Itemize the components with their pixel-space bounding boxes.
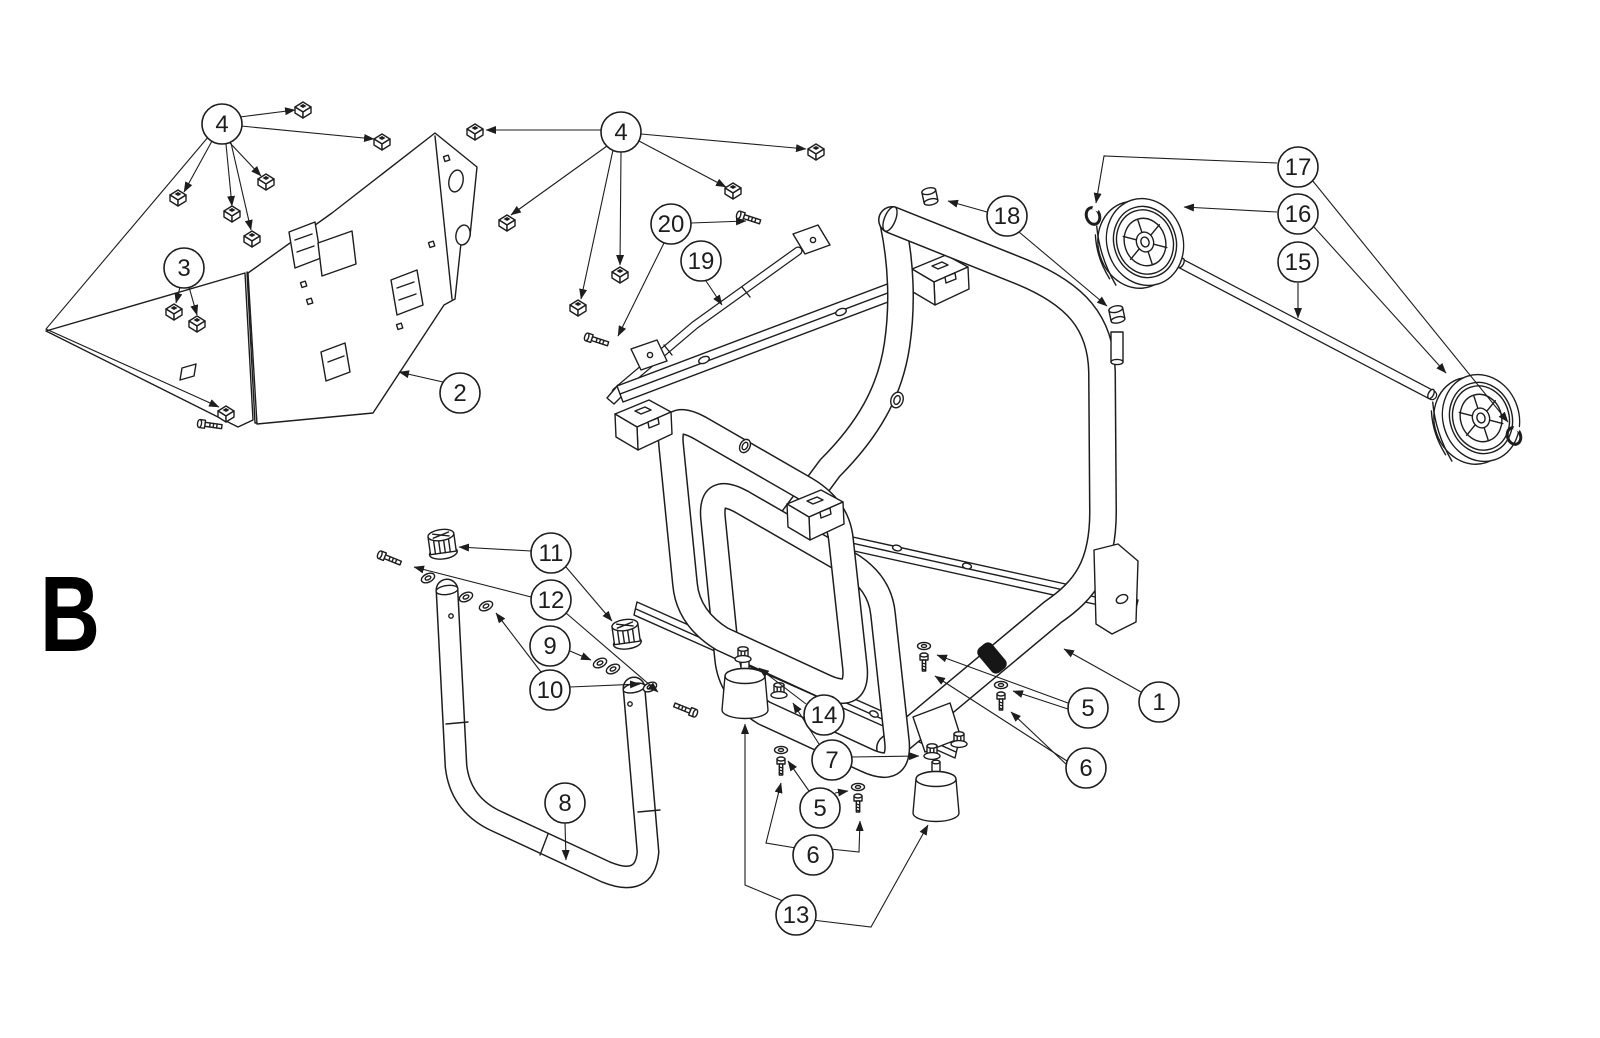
screw-washer-part5-6-icon: [916, 641, 932, 672]
callout-3-label: 3: [177, 255, 190, 282]
callout-19: 19: [680, 240, 722, 282]
callout-4a-label: 4: [215, 111, 228, 138]
speed-clip-icon: [724, 182, 742, 200]
screw-washer-part5-6-icon: [993, 680, 1009, 711]
speed-clip-icon: [611, 266, 629, 284]
callout-17: 17: [1277, 146, 1319, 188]
tube-sleeve-band: [977, 642, 1007, 674]
callout-18: 18: [986, 195, 1028, 237]
cap-part18-icon: [920, 185, 940, 207]
callout-5-right: 5: [1067, 687, 1109, 729]
callout-16-label: 16: [1285, 201, 1312, 228]
flange-nut-icon: [950, 731, 968, 749]
callouts: 1 2 3 4 4 5 5 6 6 7 8 9 10 11 12 13 14 1…: [163, 103, 1319, 936]
leader-lines: [45, 107, 1509, 928]
callout-14-label: 14: [811, 702, 838, 729]
callout-17-label: 17: [1285, 154, 1312, 181]
callout-5-bottom: 5: [799, 787, 841, 829]
callout-11-label: 11: [539, 540, 564, 567]
callout-1-label: 1: [1152, 689, 1165, 716]
callout-10: 10: [529, 669, 571, 711]
bolt-part12-icon: [375, 549, 403, 568]
speed-clip-icon: [223, 205, 241, 223]
callout-11: 11: [530, 532, 572, 574]
wheel-part16-icon: [1085, 187, 1196, 300]
callout-20: 20: [650, 203, 692, 245]
spacer-part10-icon: [477, 598, 495, 614]
callout-9-label: 9: [543, 633, 556, 660]
mount-bracket-block-icon: [911, 254, 970, 306]
callout-12-label: 12: [538, 587, 565, 614]
main-frame-part1: [614, 185, 1139, 778]
screw-icon: [196, 418, 224, 432]
flange-nut-part7-icon: [770, 682, 788, 700]
speed-clip-icon: [294, 101, 312, 119]
washer-part10-icon: [457, 589, 475, 605]
callout-5-bottom-label: 5: [813, 795, 826, 822]
callout-6-right-label: 6: [1079, 755, 1092, 782]
knob-part11-icon: [425, 526, 459, 562]
screw-washer-part5-6-icon: [773, 745, 789, 776]
callout-10-label: 10: [537, 677, 564, 704]
callout-9: 9: [529, 625, 571, 667]
callout-7-label: 7: [825, 747, 838, 774]
washer-part9-icon: [591, 655, 609, 671]
sheet-metal-panel-part2: [45, 132, 478, 428]
speed-clip-icon: [257, 173, 275, 191]
speed-clip-icon: [373, 133, 391, 151]
washer-part9-icon: [419, 570, 437, 586]
callout-13: 13: [775, 894, 817, 936]
callout-16: 16: [1277, 193, 1319, 235]
callout-12: 12: [530, 579, 572, 621]
brace-strut-part19: [582, 209, 831, 405]
callout-14: 14: [803, 694, 845, 736]
wheels-axle-group: [1084, 187, 1532, 476]
e-clip-part17-icon: [1084, 205, 1103, 226]
rubber-foot-part13-icon: [912, 759, 960, 823]
callout-19-label: 19: [688, 248, 715, 275]
bolt-part12-icon: [672, 700, 700, 719]
cap-part18-icon: [1107, 303, 1127, 325]
callout-5-right-label: 5: [1081, 695, 1094, 722]
callout-4b-label: 4: [614, 119, 627, 146]
knob-part11-icon: [609, 616, 643, 652]
speed-clip-icon: [498, 214, 516, 232]
callout-6-bottom-label: 6: [806, 842, 819, 869]
callout-2: 2: [439, 372, 481, 414]
callout-18-label: 18: [994, 203, 1021, 230]
callout-6-bottom: 6: [792, 834, 834, 876]
bolt-part20-icon: [734, 209, 763, 227]
callout-1: 1: [1138, 681, 1180, 723]
callout-4b: 4: [600, 111, 642, 153]
speed-clip-icon: [466, 123, 484, 141]
wheel-part16-icon: [1421, 363, 1532, 476]
callout-4a: 4: [201, 103, 243, 145]
callout-15: 15: [1277, 241, 1319, 283]
callout-8-label: 8: [558, 790, 571, 817]
speed-clip-icon: [807, 143, 825, 161]
callout-3: 3: [163, 247, 205, 289]
flange-nut-part7-icon: [923, 743, 941, 761]
callout-13-label: 13: [783, 902, 810, 929]
bolt-part20-icon: [582, 331, 611, 349]
callout-20-label: 20: [658, 211, 685, 238]
flange-nut-part14-icon: [734, 646, 752, 664]
screw-washer-part5-6-icon: [850, 782, 866, 813]
callout-8: 8: [544, 782, 586, 824]
callout-7: 7: [811, 739, 853, 781]
section-label: B: [40, 553, 100, 674]
callout-6-right: 6: [1065, 747, 1107, 789]
top-support-rail: [616, 254, 970, 403]
callout-15-label: 15: [1285, 249, 1312, 276]
speed-clip-icon: [169, 189, 187, 207]
handle-bail-part8: [375, 526, 700, 889]
callout-2-label: 2: [453, 380, 466, 407]
washer-part10-icon: [604, 661, 622, 677]
speed-clip-icon: [243, 230, 261, 248]
speed-clip-icon: [569, 299, 587, 317]
